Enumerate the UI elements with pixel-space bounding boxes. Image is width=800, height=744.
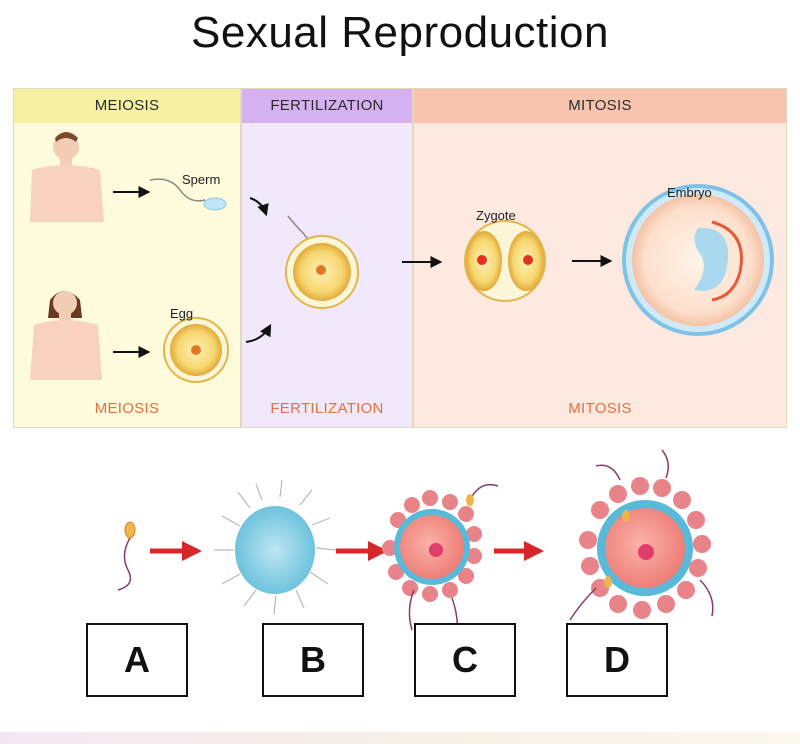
stage-c-fertilization-icon: [382, 483, 499, 641]
stage-d-zygote-icon: [569, 449, 714, 621]
zygote-label: Zygote: [476, 208, 516, 223]
stage-a-sperm-icon: [117, 521, 136, 591]
egg-label: Egg: [170, 306, 194, 321]
arrow-sperm-to-fertilization: [249, 197, 269, 217]
female-figure: [30, 291, 102, 380]
sperm-cell-icon: [149, 178, 227, 211]
embryo-label: Embryo: [667, 185, 712, 200]
male-figure: [30, 132, 104, 222]
zygote-icon: [464, 220, 546, 302]
fertilized-egg-icon: [285, 215, 359, 309]
stage-box-c: C: [414, 623, 516, 697]
mitosis-footer: MITOSIS: [568, 400, 632, 417]
mitosis-header: MITOSIS: [414, 89, 786, 123]
egg-cell-icon: [163, 317, 229, 383]
fertilization-header: FERTILIZATION: [242, 89, 412, 123]
meiosis-header: MEIOSIS: [14, 89, 240, 123]
bottom-decoration: [0, 732, 800, 744]
embryo-icon: [622, 184, 774, 336]
stage-box-a: A: [86, 623, 188, 697]
stage-box-d: D: [566, 623, 668, 697]
page-title: Sexual Reproduction: [191, 8, 609, 57]
meiosis-footer: MEIOSIS: [94, 400, 160, 417]
stage-b-egg-icon: [214, 479, 337, 615]
arrow-egg-to-fertilization: [245, 323, 272, 343]
sperm-label: Sperm: [182, 172, 221, 187]
stage-box-b: B: [262, 623, 364, 697]
fertilization-footer: FERTILIZATION: [270, 400, 384, 417]
fertilization-panel: FERTILIZATION FERTILIZATION: [241, 88, 413, 428]
